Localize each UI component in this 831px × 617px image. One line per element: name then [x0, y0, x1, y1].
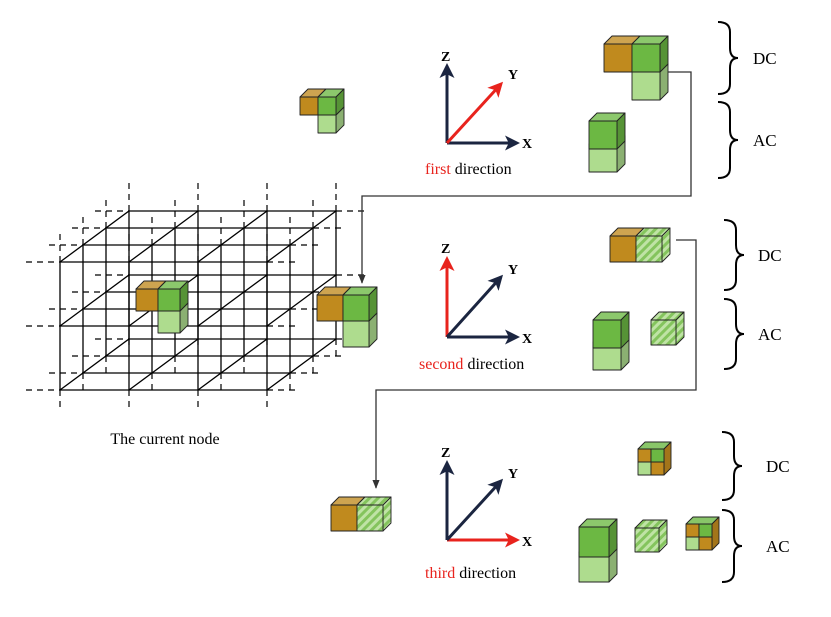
stage-2-direction-suffix: direction — [463, 356, 524, 373]
cube-front-face — [650, 319, 677, 346]
current-node-voxel-block — [135, 280, 189, 334]
cube-front-cell — [698, 523, 713, 538]
stage-1-input-block — [299, 88, 345, 134]
stage-3-ac-block-checkered — [685, 516, 720, 551]
cube-front-face — [342, 294, 370, 322]
grid-line — [266, 210, 337, 263]
stage-2-axes: Z Y X second direction — [419, 242, 532, 373]
grid-line — [266, 338, 337, 391]
stage-1-z-label: Z — [441, 50, 450, 65]
cube-front-cell — [637, 461, 652, 476]
grid-line — [266, 274, 337, 327]
stage-2-ac-block-solid — [592, 311, 630, 371]
current-node-caption: The current node — [110, 431, 219, 448]
grid-line — [128, 210, 199, 263]
stage-3-x-label: X — [522, 535, 532, 550]
flow-arrow-stage-2-to-3 — [372, 239, 697, 489]
grid-line — [197, 338, 268, 391]
stage-1-dc-brace — [717, 21, 739, 95]
cube-front-face — [135, 288, 159, 312]
stage-1-y-label: Y — [508, 68, 518, 83]
stage-3-ac-label: AC — [766, 537, 790, 556]
cube-front-face — [634, 527, 660, 553]
stage-2-direction-caption: second direction — [419, 356, 524, 373]
stage-1-x-label: X — [522, 137, 532, 152]
cube-front-cell — [698, 536, 713, 551]
stage-1-ac-brace — [717, 101, 739, 179]
cube-front-face — [635, 235, 663, 263]
cube-front-cell — [650, 448, 665, 463]
stage-2-y-label: Y — [508, 263, 518, 278]
cube-front-face — [317, 96, 337, 116]
cube-front-face — [578, 526, 610, 558]
cube-front-face — [157, 288, 181, 312]
grid-line — [59, 210, 130, 263]
cube-front-face — [603, 43, 633, 73]
cube-front-face — [317, 114, 337, 134]
stage-2-y-axis — [445, 274, 504, 339]
stage-3-y-label: Y — [508, 467, 518, 482]
stage-2-dc-label: DC — [758, 246, 782, 265]
stage-3-dc-label: DC — [766, 457, 790, 476]
cube-front-cell — [650, 461, 665, 476]
stage-3-input-block — [330, 496, 392, 532]
stage-1-direction-suffix: direction — [451, 161, 512, 178]
grid-line — [59, 338, 130, 391]
cube-front-cell — [685, 523, 700, 538]
stage-2-dc-block — [609, 227, 671, 263]
cube-front-face — [631, 43, 661, 73]
stage-1-dc-block — [603, 35, 669, 101]
stage-3-ac-block-striped — [634, 519, 668, 553]
stage-2-ac-brace — [723, 298, 745, 370]
stage-3-direction-caption: third direction — [425, 565, 516, 582]
stage-2-ac-label: AC — [758, 325, 782, 344]
cube-front-face — [157, 310, 181, 334]
stage-3-direction-suffix: direction — [455, 565, 516, 582]
stage-2-input-block — [316, 286, 378, 348]
cube-front-face — [356, 504, 384, 532]
stage-1-direction-word: first — [425, 161, 451, 178]
octree-grid-dashed-extensions — [26, 183, 366, 410]
grid-line — [197, 274, 268, 327]
stage-2-direction-word: second — [419, 356, 463, 373]
stage-1-axes: Z Y X first direction — [425, 50, 532, 178]
flow-arrow-stage-1-to-2 — [358, 71, 692, 284]
stage-3-ac-brace — [721, 509, 743, 583]
stage-3-z-label: Z — [441, 446, 450, 461]
stage-3-direction-word: third — [425, 565, 455, 582]
cube-front-face — [631, 71, 661, 101]
cube-front-face — [299, 96, 319, 116]
cube-front-cell — [637, 448, 652, 463]
stage-2-x-label: X — [522, 332, 532, 347]
stage-3-dc-block — [637, 441, 672, 476]
stage-3-dc-brace — [721, 431, 743, 501]
cube-front-face — [609, 235, 637, 263]
cube-front-face — [330, 504, 358, 532]
cube-front-face — [592, 319, 622, 349]
stage-3-axes: Z Y X third direction — [425, 446, 532, 582]
cube-front-face — [342, 320, 370, 348]
stage-3-ac-block-solid — [578, 518, 618, 583]
cube-front-face — [316, 294, 344, 322]
stage-2-dc-brace — [723, 219, 745, 291]
grid-line — [59, 274, 130, 327]
stage-1-y-axis — [445, 81, 504, 145]
grid-line — [197, 210, 268, 263]
stage-2-z-label: Z — [441, 242, 450, 257]
stage-3-y-axis — [445, 478, 504, 542]
stage-1-direction-caption: first direction — [425, 161, 512, 178]
stage-1-ac-block — [588, 112, 626, 173]
stage-1-dc-label: DC — [753, 49, 777, 68]
stage-1-ac-label: AC — [753, 131, 777, 150]
cube-front-cell — [685, 536, 700, 551]
grid-line — [128, 338, 199, 391]
stage-2-ac-block-striped — [650, 311, 685, 346]
cube-front-face — [588, 120, 618, 150]
